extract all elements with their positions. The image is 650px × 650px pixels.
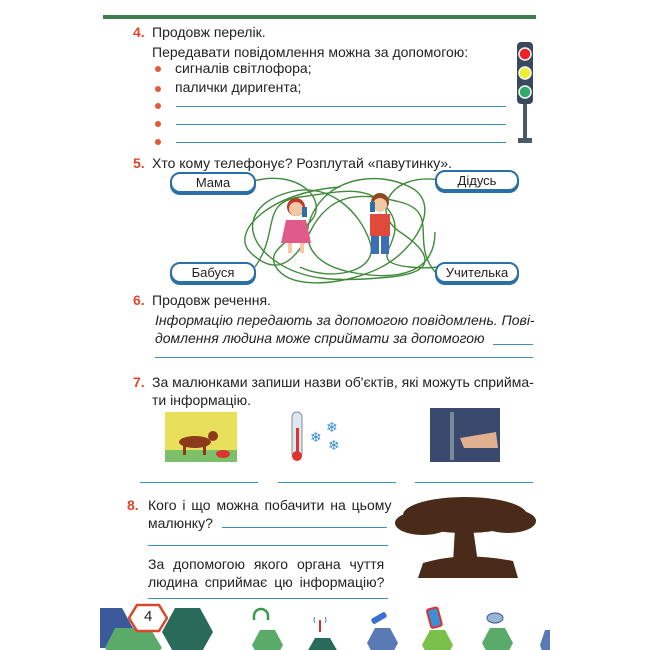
page-number: 4 xyxy=(144,608,153,625)
bullet xyxy=(155,121,161,127)
task8-number: 8. xyxy=(127,497,139,513)
task8-line3: За допомогою якого органа чуття xyxy=(148,556,385,572)
task6-line1: Інформацію передають за допомогою повідо… xyxy=(155,312,535,328)
smartphone-icon xyxy=(426,606,443,629)
answer-line[interactable] xyxy=(140,482,258,483)
task6-number: 6. xyxy=(133,292,145,308)
headphones-icon xyxy=(252,607,270,620)
task4-title: Продовж перелік. xyxy=(152,24,266,40)
bullet xyxy=(155,139,161,145)
hand-touching-object-image xyxy=(430,408,500,462)
task7-number: 7. xyxy=(133,374,145,390)
answer-line[interactable] xyxy=(148,545,388,546)
task8-line1: Кого і що можна побачити на цьому xyxy=(148,497,392,513)
boy-on-phone-image xyxy=(370,193,390,254)
name-label-uchytelka: Учителька xyxy=(435,262,519,283)
task5-title: Хто кому телефонує? Розплутай «павутинку… xyxy=(152,155,453,171)
tangled-lines xyxy=(244,177,447,284)
task8-line2: малюнку? xyxy=(148,515,213,531)
answer-line[interactable] xyxy=(176,106,506,107)
tree-silhouette-image xyxy=(395,497,536,578)
name-label-mama: Мама xyxy=(170,172,256,193)
task4-intro: Передавати повідомлення можна за допомог… xyxy=(152,44,469,60)
thermometer-snowflakes-image: ❄❄❄ xyxy=(291,411,340,461)
antenna-icon xyxy=(313,616,327,632)
answer-line[interactable] xyxy=(415,482,533,483)
answer-line[interactable] xyxy=(176,124,506,125)
computer-mouse-icon xyxy=(486,612,504,624)
bullet xyxy=(155,103,161,109)
bullet xyxy=(155,66,161,72)
answer-line[interactable] xyxy=(148,598,388,599)
task6-line2: домлення людина може сприймати за допомо… xyxy=(155,330,485,346)
task8-line4: людина сприймає цю інформацію? xyxy=(148,574,385,590)
answer-line[interactable] xyxy=(176,142,506,143)
bullet xyxy=(155,86,161,92)
girl-on-phone-image xyxy=(281,198,311,253)
page-number-badge xyxy=(128,603,168,633)
task4-number: 4. xyxy=(133,24,145,40)
name-label-didus: Дідусь xyxy=(435,170,519,191)
task7-line2: ти інформацію. xyxy=(152,392,251,408)
answer-line[interactable] xyxy=(222,527,387,528)
task5-number: 5. xyxy=(133,155,145,171)
answer-line[interactable] xyxy=(155,357,533,358)
answer-line[interactable] xyxy=(278,482,396,483)
task6-title: Продовж речення. xyxy=(152,292,271,308)
task4-item-1: сигналів світлофора; xyxy=(175,60,312,76)
task4-item-2: палички диригента; xyxy=(175,79,302,95)
name-label-babusia: Бабуся xyxy=(170,262,256,283)
task7-line1: За малюнками запиши назви об'єктів, які … xyxy=(152,374,534,390)
traffic-light-icon xyxy=(517,42,533,143)
svg-text:❄: ❄ xyxy=(326,419,338,435)
svg-text:❄: ❄ xyxy=(310,429,322,445)
top-divider xyxy=(103,15,536,19)
dog-image xyxy=(165,412,237,462)
svg-text:❄: ❄ xyxy=(328,437,340,453)
usb-stick-icon xyxy=(371,612,387,624)
footer-hexagon-decoration xyxy=(100,608,550,650)
answer-line[interactable] xyxy=(493,344,533,345)
